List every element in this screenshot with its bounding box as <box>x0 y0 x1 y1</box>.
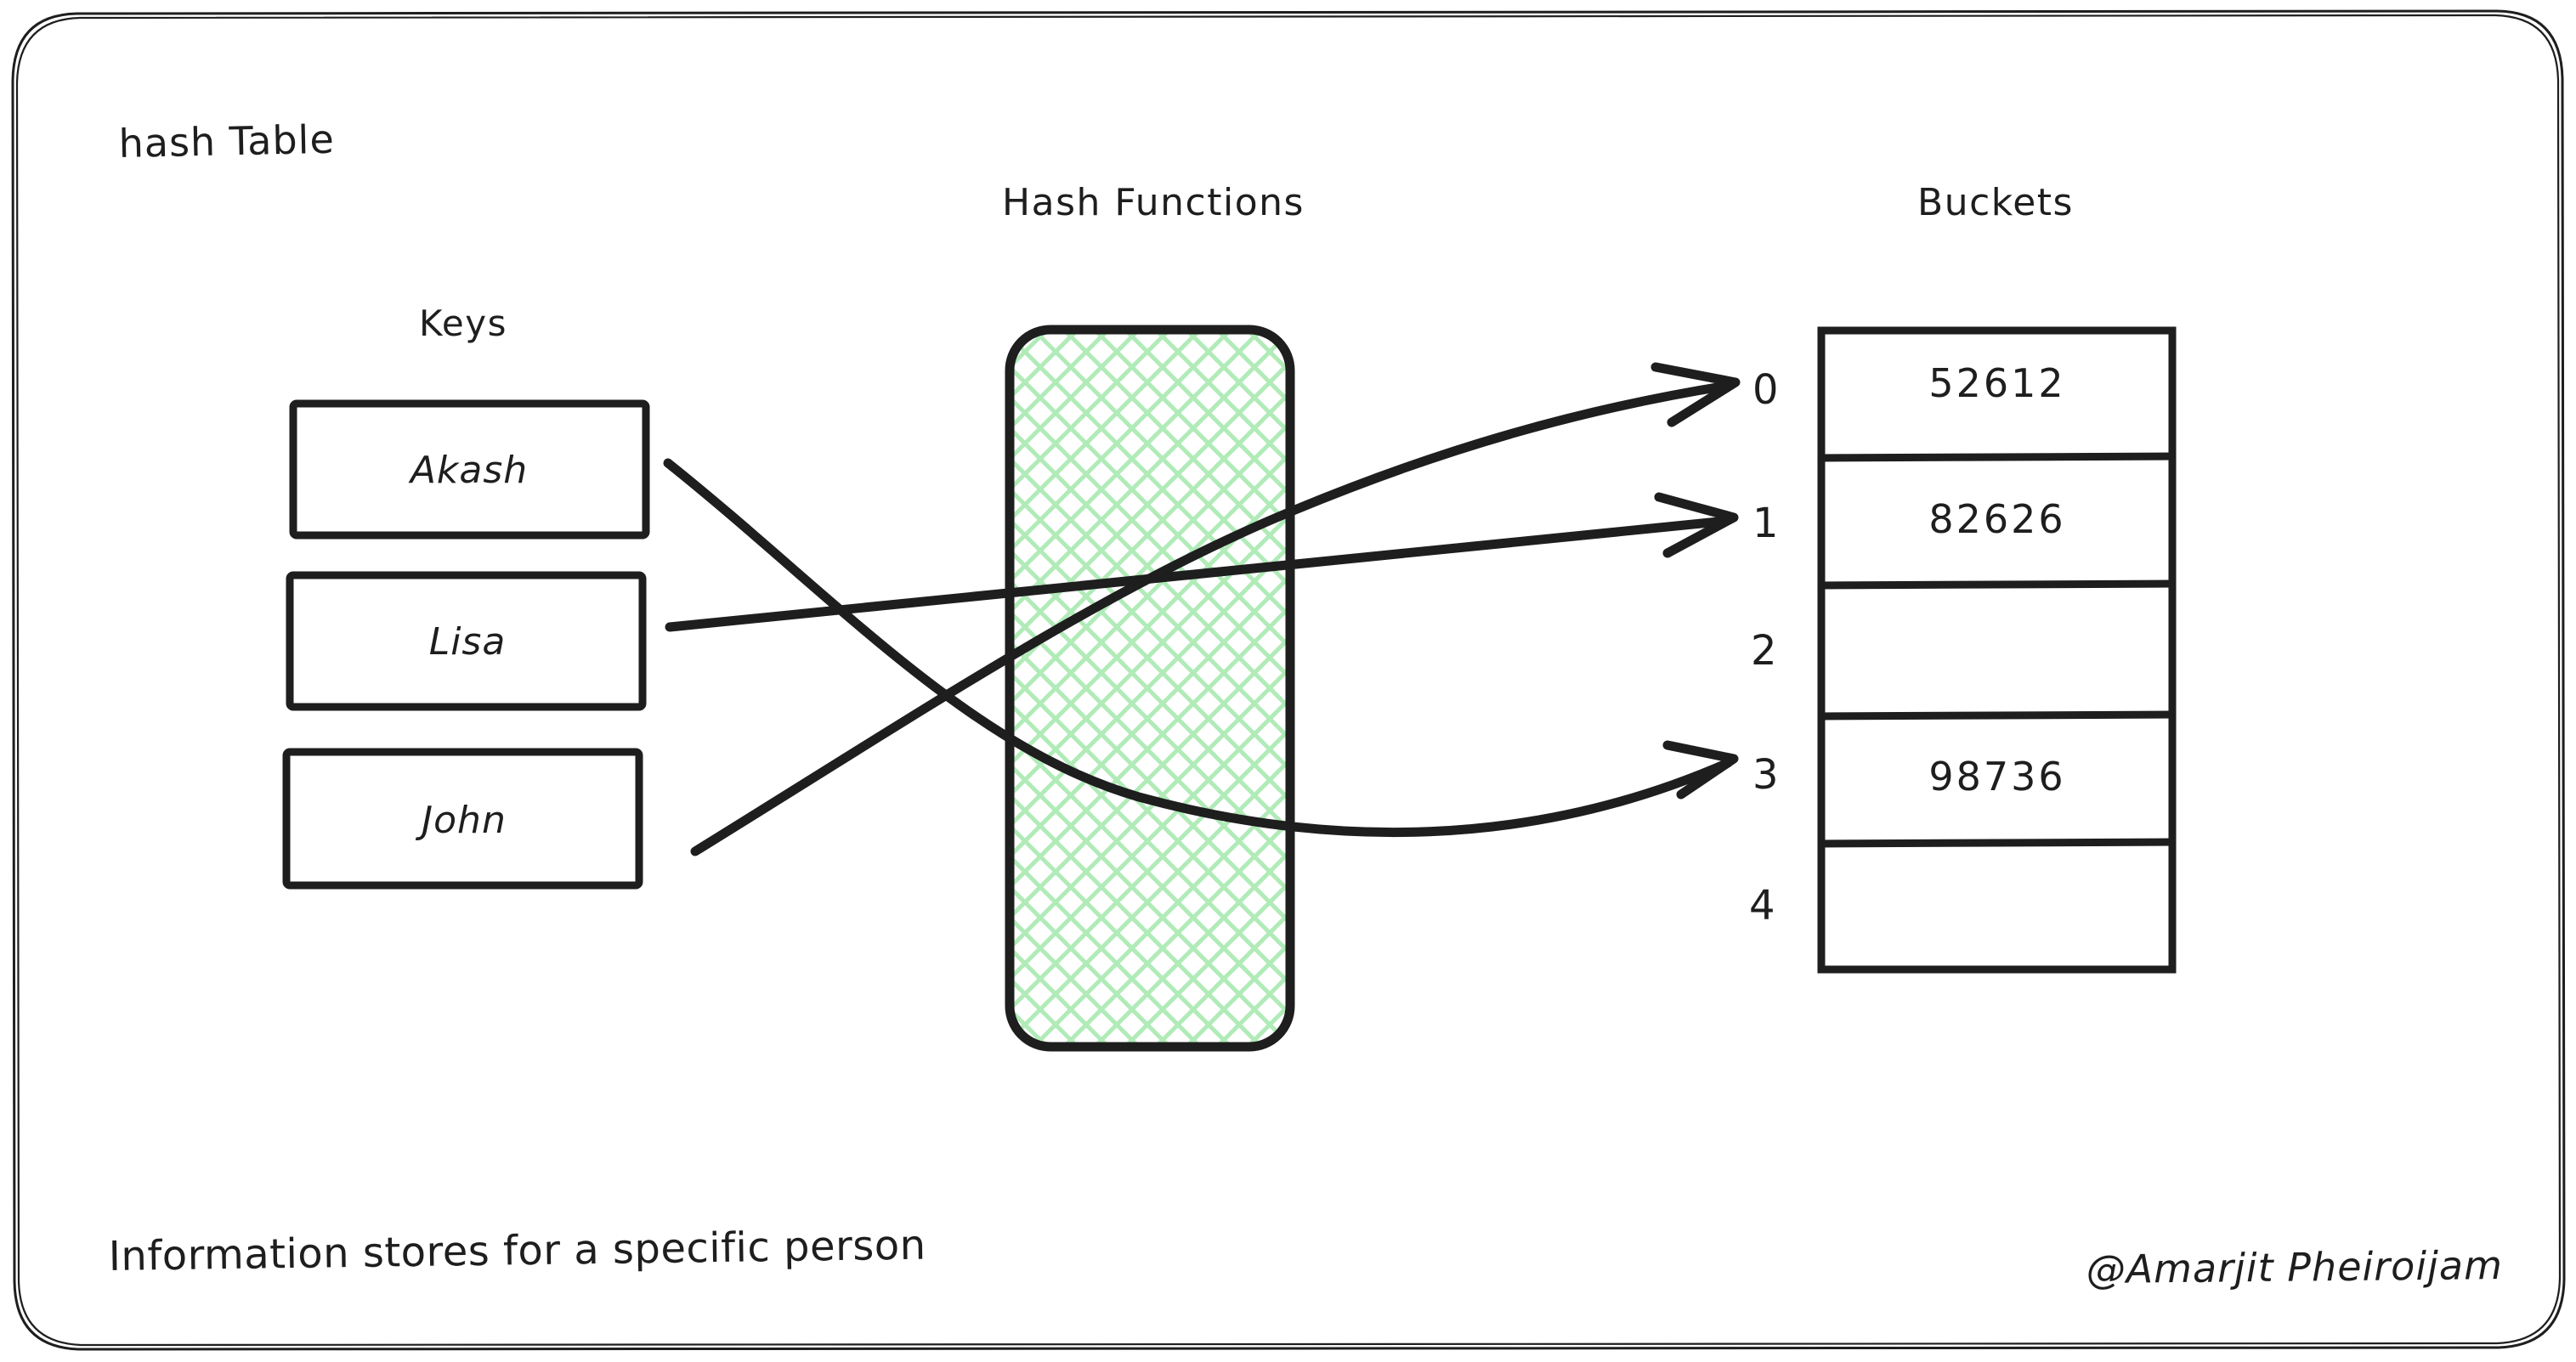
bucket-divider-2-3 <box>1820 710 2173 721</box>
key-box-2[interactable] <box>282 748 643 890</box>
bucket-value-0: 52612 <box>1928 360 2065 406</box>
mapping-arrow-john-to-0 <box>690 362 1741 856</box>
bucket-value-1: 82626 <box>1928 496 2065 542</box>
buckets-heading: Buckets <box>1917 181 2074 224</box>
outer-frame-second-stroke <box>15 14 2562 1347</box>
key-label-0: Akash <box>408 449 528 492</box>
page-title: hash Table <box>118 116 335 167</box>
bucket-table-outline <box>1817 326 2177 974</box>
bucket-value-3: 98736 <box>1928 754 2065 800</box>
bucket-divider-3-4 <box>1820 838 2173 848</box>
mapping-arrowhead-3 <box>1662 740 1739 800</box>
hash-box-outline[interactable] <box>1005 325 1295 1052</box>
mapping-arrow-lisa-to-1 <box>665 492 1739 632</box>
key-label-1: Lisa <box>429 620 507 664</box>
mapping-arrow-lisa-path <box>665 516 1732 632</box>
hash-box-fill <box>1010 330 1290 1047</box>
mapping-arrowhead-0 <box>1650 362 1741 427</box>
bucket-index-0: 0 <box>1752 366 1780 414</box>
bucket-divider-0-1 <box>1820 452 2173 462</box>
bucket-index-1: 1 <box>1752 500 1780 547</box>
keys-heading: Keys <box>419 302 507 344</box>
bucket-divider-1-2 <box>1820 579 2173 590</box>
mapping-arrow-akash-to-3 <box>663 458 1739 838</box>
key-box-1[interactable] <box>286 571 647 711</box>
bucket-index-3: 3 <box>1752 751 1780 799</box>
key-label-2: John <box>415 799 507 842</box>
mapping-arrow-john-path <box>690 381 1732 856</box>
hash-functions-heading: Hash Functions <box>1002 181 1305 224</box>
key-box-0[interactable] <box>289 399 650 540</box>
bucket-index-4: 4 <box>1749 882 1776 930</box>
outer-frame <box>11 9 2566 1351</box>
bucket-index-2: 2 <box>1751 627 1778 675</box>
mapping-arrowhead-1 <box>1654 492 1739 558</box>
author-credit: @Amarjit Pheiroijam <box>2086 1242 2503 1292</box>
footer-note: Information stores for a specific person <box>108 1222 926 1280</box>
mapping-arrow-akash-path <box>663 458 1733 838</box>
